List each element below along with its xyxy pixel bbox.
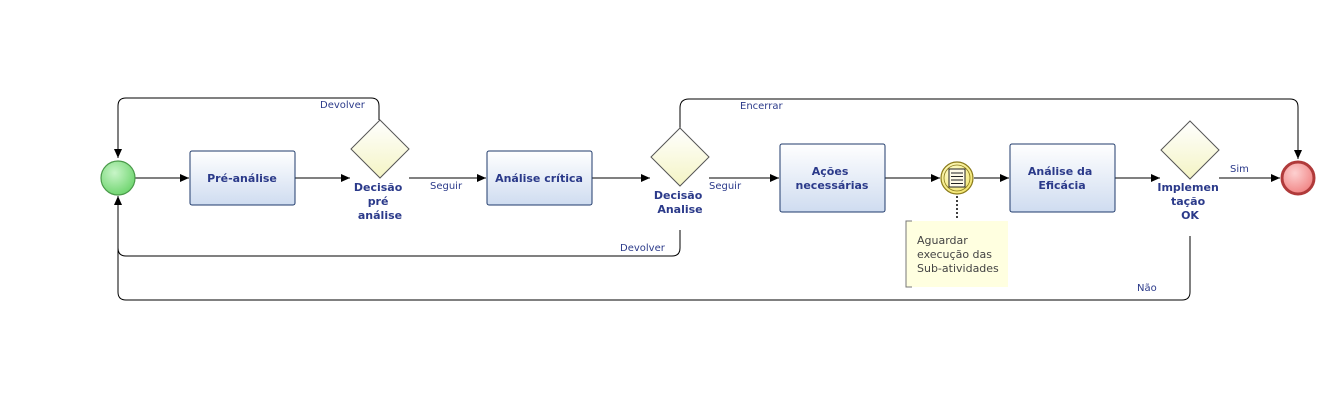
edge-label-devolver-1: Devolver [320,100,366,111]
text-annotation[interactable]: Aguardar execução das Sub-atividades [905,220,1008,288]
edge-label-sim: Sim [1230,164,1249,175]
flow-devolver-1 [114,97,380,158]
edge-label-seguir-2: Seguir [709,181,742,192]
flow-nao [117,236,1191,301]
gateway-decisao-pre-analise[interactable]: Decisão pré análise [350,119,410,222]
task-analise-eficacia[interactable]: Análise da Eficácia [1009,143,1116,213]
edge-label-devolver-2: Devolver [620,243,666,254]
gateway-decisao-analise[interactable]: Decisão Analise [650,127,710,216]
edge-label-nao: Não [1137,283,1157,294]
document-lines-icon [948,168,966,188]
task-pre-analise[interactable]: Pré-análise [189,150,296,206]
end-event[interactable] [1280,160,1316,196]
gateway-decisao-pre-label: Decisão pré análise [354,181,406,222]
edge-label-encerrar: Encerrar [740,101,783,112]
gateway-implementacao-label: Implemen tação OK [1157,181,1222,222]
start-event[interactable] [100,160,136,196]
gateway-implementacao-ok[interactable]: Implemen tação OK [1157,120,1222,222]
edge-label-seguir-1: Seguir [430,181,463,192]
task-analise-critica-label: Análise crítica [495,172,583,185]
gateway-decisao-analise-label: Decisão Analise [654,189,706,216]
task-eficacia-label: Análise da Eficácia [1028,165,1096,192]
task-pre-analise-label: Pré-análise [207,172,277,185]
task-acoes-label: Ações necessárias [796,165,869,192]
task-acoes-necessarias[interactable]: Ações necessárias [779,143,886,213]
task-analise-critica[interactable]: Análise crítica [486,150,593,206]
flow-encerrar [679,98,1302,159]
annotation-text: Aguardar execução das Sub-atividades [917,234,999,275]
conditional-event[interactable] [940,161,974,195]
